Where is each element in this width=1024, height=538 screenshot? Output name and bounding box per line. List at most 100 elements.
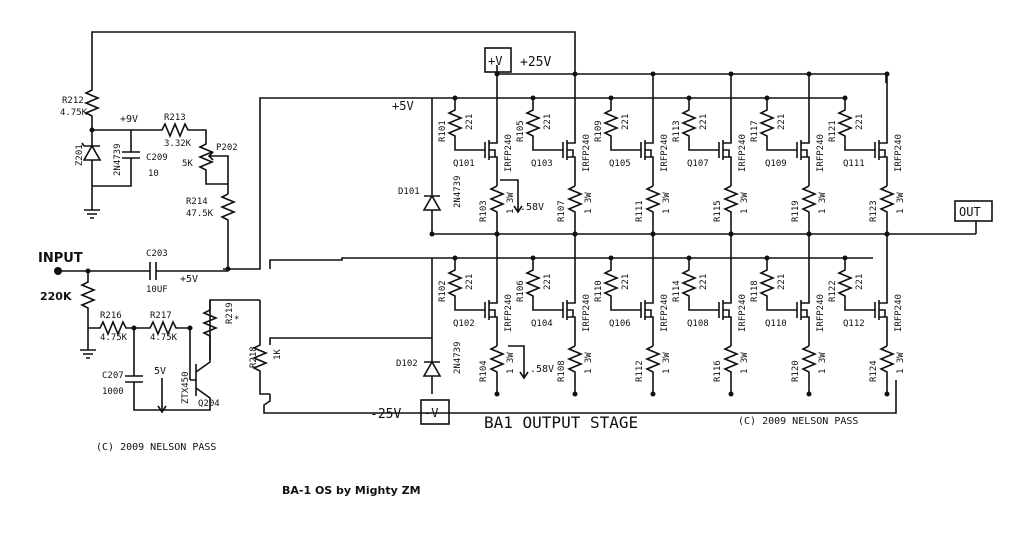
lower-mosfet-symbol xyxy=(718,234,732,346)
upper-fet-type: IRFP240 xyxy=(660,134,670,172)
lower-gate-resistor-value: 221 xyxy=(543,274,553,290)
lower-gate-resistor xyxy=(446,258,485,311)
lower-gate-resistor-ref: R102 xyxy=(438,280,448,302)
upper-source-resistor-ref: R123 xyxy=(869,200,879,222)
upper-fet-ref: Q105 xyxy=(609,159,631,169)
p202-value: 5K xyxy=(182,159,193,169)
r216-ref: R216 xyxy=(100,311,122,321)
lower-source-resistor xyxy=(566,345,584,394)
c207-symbol xyxy=(125,328,190,411)
q204-ref: Q204 xyxy=(198,399,220,409)
upper-source-resistor xyxy=(488,185,506,234)
upper-source-resistor-value: 1 3W xyxy=(506,192,516,214)
lower-fet-ref: Q110 xyxy=(765,319,787,329)
upper-gate-resistor-ref: R101 xyxy=(438,120,448,142)
upper-gate-resistor-value: 221 xyxy=(465,114,475,130)
r220k-symbol xyxy=(79,271,97,359)
plus9v-label: +9V xyxy=(120,114,138,125)
lower-fet-type: IRFP240 xyxy=(816,294,826,332)
p202-symbol xyxy=(197,138,229,194)
upper-gate-resistor-ref: R105 xyxy=(516,120,526,142)
upper-gate-resistor xyxy=(836,98,875,151)
upper-source-resistor xyxy=(878,185,896,234)
z201-ref: Z201 xyxy=(75,144,85,166)
upper-gate-resistor-value: 221 xyxy=(855,114,865,130)
upper-source-resistor-ref: R111 xyxy=(635,200,645,222)
lower-source-resistor-ref: R120 xyxy=(791,360,801,382)
z201-symbol xyxy=(81,130,102,186)
d101-symbol xyxy=(422,98,442,234)
upper-fet-ref: Q111 xyxy=(843,159,865,169)
upper-mosfet-symbol xyxy=(484,74,498,186)
p202-ref: P202 xyxy=(216,143,238,153)
d102-symbol xyxy=(422,258,442,394)
r212-symbol xyxy=(83,82,101,130)
lower-mosfet-symbol xyxy=(874,234,888,346)
upper-gate-resistor-ref: R109 xyxy=(594,120,604,142)
out-label: OUT xyxy=(959,205,981,219)
r218-ref: R218 xyxy=(249,346,259,368)
lower-mosfet-symbol xyxy=(484,234,498,346)
input-resistor-label: 220K xyxy=(40,290,72,303)
upper-fet-type: IRFP240 xyxy=(504,134,514,172)
lower-source-resistor-ref: R124 xyxy=(869,360,879,382)
lower-mosfet-symbol xyxy=(562,234,576,346)
c203-symbol xyxy=(149,262,228,280)
lower-gate-resistor-ref: R114 xyxy=(672,280,682,302)
r214-symbol xyxy=(219,193,237,269)
lower-source-resistor xyxy=(722,345,740,394)
lower-gate-resistor-value: 221 xyxy=(465,274,475,290)
upper-gate-resistor-value: 221 xyxy=(777,114,787,130)
upper-source-resistor-value: 1 3W xyxy=(662,192,672,214)
five-v-label: 5V xyxy=(154,366,166,377)
lower-gate-resistor xyxy=(524,258,563,311)
lower-gate-resistor xyxy=(836,258,875,311)
r216-symbol xyxy=(88,319,134,337)
lower-source-resistor-ref: R112 xyxy=(635,360,645,382)
upper-fet-type: IRFP240 xyxy=(894,134,904,172)
lower-source-resistor-value: 1 3W xyxy=(584,352,594,374)
lower-source-resistor-value: 1 3W xyxy=(506,352,516,374)
r212-ref: R212 xyxy=(62,96,84,106)
lower-source-resistor-ref: R108 xyxy=(557,360,567,382)
upper-source-resistor-value: 1 3W xyxy=(896,192,906,214)
upper-source-resistor-ref: R103 xyxy=(479,200,489,222)
upper-gate-resistor xyxy=(524,98,563,151)
upper-source-resistor-ref: R115 xyxy=(713,200,723,222)
upper-gate-resistor xyxy=(602,98,641,151)
upper-mosfet-symbol xyxy=(562,74,576,186)
upper-fet-type: IRFP240 xyxy=(582,134,592,172)
lower-source-resistor-value: 1 3W xyxy=(896,352,906,374)
lower-fet-type: IRFP240 xyxy=(660,294,670,332)
copyright-left: (C) 2009 NELSON PASS xyxy=(96,442,216,453)
upper-source-resistor xyxy=(722,185,740,234)
upper-gate-resistor-ref: R121 xyxy=(828,120,838,142)
upper-mosfet-symbol xyxy=(874,74,888,186)
lower-fet-type: IRFP240 xyxy=(894,294,904,332)
voltage-top-label: .58V xyxy=(520,202,544,213)
upper-gate-resistor-value: 221 xyxy=(621,114,631,130)
r219-symbol xyxy=(201,300,219,360)
upper-source-resistor-value: 1 3W xyxy=(818,192,828,214)
upper-fet-type: IRFP240 xyxy=(816,134,826,172)
upper-gate-resistor-ref: R113 xyxy=(672,120,682,142)
r213-ref: R213 xyxy=(164,113,186,123)
r217-value: 4.75K xyxy=(150,333,178,343)
input-label: INPUT xyxy=(38,251,83,266)
voltage-bottom-label: .58V xyxy=(530,364,554,375)
d102-value: 2N4739 xyxy=(453,341,463,374)
lower-fet-ref: Q112 xyxy=(843,319,865,329)
lower-source-resistor-value: 1 3W xyxy=(818,352,828,374)
lower-source-resistor xyxy=(878,345,896,394)
